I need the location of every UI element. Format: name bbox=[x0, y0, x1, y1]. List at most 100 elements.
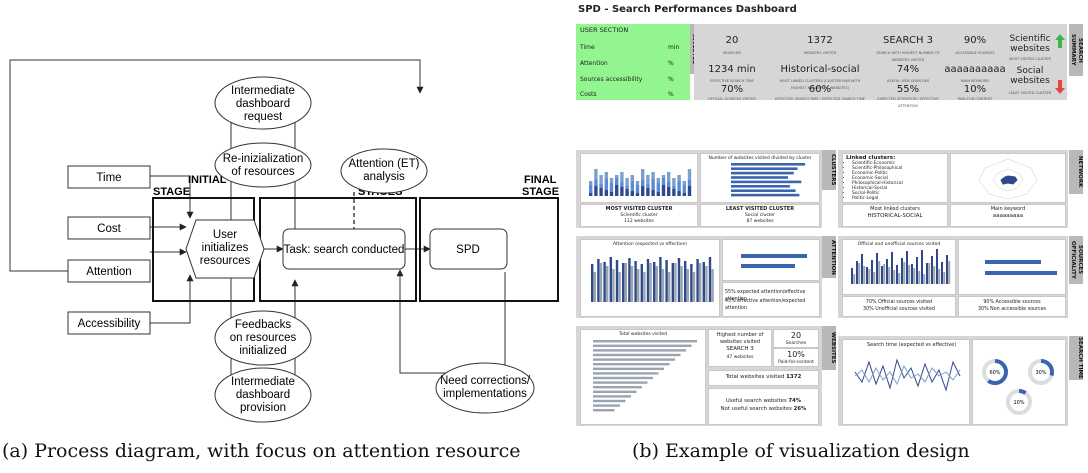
cluster-bar-segment bbox=[656, 183, 660, 192]
main-keyword-value: aaaaaaaaa bbox=[992, 213, 1024, 219]
user-row-label: Costs bbox=[580, 91, 597, 98]
cluster-bar-segment bbox=[620, 172, 624, 182]
sources-chart: Official and unofficial sources visited bbox=[842, 239, 956, 295]
task-node: Task: search conducted bbox=[282, 228, 406, 270]
least-visited-title: LEAST VISITED CLUSTER bbox=[725, 206, 795, 212]
cluster-bar-segment bbox=[661, 175, 666, 178]
attention-bar-expected bbox=[615, 260, 619, 302]
source-bar-official bbox=[921, 250, 923, 284]
stat-value: Historical-social bbox=[780, 64, 860, 75]
input-accessibility: Accessibility bbox=[67, 311, 151, 335]
stat-value: 90% bbox=[963, 35, 987, 46]
useful-value: 74% bbox=[788, 398, 802, 404]
stat-value: aaaaaaaaaa bbox=[944, 64, 1006, 75]
websites-bar bbox=[593, 404, 620, 407]
total-websites-label: Total websites visited bbox=[725, 374, 785, 380]
websites-bar bbox=[593, 376, 653, 380]
cluster-bar-segment bbox=[641, 180, 645, 186]
source-bar-official bbox=[906, 251, 908, 284]
input-cost: Cost bbox=[67, 216, 151, 240]
source-bar-unofficial bbox=[938, 269, 941, 284]
clusters-bars bbox=[589, 169, 692, 196]
least-visited-name: Social cluster bbox=[744, 213, 776, 218]
source-bar-unofficial bbox=[868, 269, 871, 284]
cluster-bar-segment bbox=[672, 189, 676, 196]
attention-bar-effective bbox=[612, 269, 615, 302]
attention-bar-expected bbox=[665, 260, 668, 302]
attention-bar-effective bbox=[630, 266, 634, 302]
cluster-bar-segment bbox=[672, 186, 676, 189]
cluster-bar-segment bbox=[635, 193, 640, 196]
attention-bar-expected bbox=[591, 264, 594, 302]
most-visited-name: Scientific cluster bbox=[620, 213, 658, 218]
user-section-title: USER SECTION bbox=[580, 26, 629, 34]
source-bar-unofficial bbox=[913, 268, 916, 284]
cluster-hbar bbox=[731, 189, 796, 192]
donut-2: 30% bbox=[1028, 359, 1054, 385]
cluster-hbar bbox=[731, 171, 794, 175]
source-bar-unofficial bbox=[893, 270, 896, 284]
sources-panel: Official and unofficial sources visited … bbox=[838, 236, 1068, 318]
cluster-hbar bbox=[731, 185, 790, 188]
websites-bar bbox=[593, 363, 670, 366]
stat-value: 10% bbox=[963, 84, 987, 95]
attention-bar-effective bbox=[637, 269, 640, 302]
stat-label: ACCESSIBLE SOURCES bbox=[955, 51, 995, 55]
source-bar-unofficial bbox=[948, 261, 951, 284]
cluster-bar-segment bbox=[615, 185, 619, 196]
stat-label: EFFECTIVE SEARCH TIME / EXPECTED SEARCH … bbox=[774, 97, 866, 101]
least-visited-count: 87 websites bbox=[746, 219, 774, 224]
source-bar-official bbox=[931, 256, 933, 284]
clusters-chart-title: Number of websites visited divided by cl… bbox=[708, 156, 812, 161]
cluster-hbar bbox=[731, 163, 806, 166]
list-item: Scientific-Economic bbox=[852, 161, 903, 166]
source-bar-unofficial bbox=[853, 274, 856, 284]
stat-value: SEARCH 3 bbox=[883, 35, 933, 46]
cluster-bar-segment bbox=[667, 182, 671, 187]
websites-bar bbox=[593, 367, 664, 370]
most-visited-count: 112 websites bbox=[624, 219, 654, 224]
stat-value: 1372 bbox=[807, 35, 833, 46]
cluster-bar-segment bbox=[594, 169, 598, 180]
source-bar-official bbox=[881, 266, 883, 284]
websites-bar bbox=[593, 399, 626, 403]
websites-bar bbox=[593, 349, 686, 352]
total-websites-value: 1372 bbox=[786, 374, 802, 380]
useful-websites-text: Useful search websites 74% bbox=[709, 398, 818, 405]
input-label: Time bbox=[96, 172, 121, 184]
user-row-label: Time bbox=[580, 44, 595, 51]
input-time: Time bbox=[67, 165, 151, 189]
source-bar-unofficial bbox=[903, 262, 906, 284]
least-visited-cluster: LEAST VISITED CLUSTER Social cluster 87 … bbox=[700, 204, 820, 227]
attention-bar-effective bbox=[699, 263, 702, 302]
sources-hbars bbox=[985, 260, 1057, 275]
cluster-bar-segment bbox=[589, 193, 593, 196]
attention-bar-effective bbox=[649, 263, 652, 302]
attention-bar-expected bbox=[690, 264, 693, 302]
most-visited-title: MOST VISITED CLUSTER bbox=[605, 206, 673, 212]
list-item: Social-Politic bbox=[852, 191, 903, 196]
input-attention: Attention bbox=[67, 259, 151, 283]
cluster-bar-segment bbox=[687, 186, 692, 196]
most-linked-title: Most linked clusters bbox=[870, 206, 920, 212]
cluster-bar-segment bbox=[625, 178, 629, 186]
cluster-bar-segment bbox=[677, 191, 681, 196]
attention-bar-expected bbox=[646, 259, 650, 302]
source-bar-unofficial bbox=[873, 272, 876, 284]
source-bar-unofficial bbox=[888, 267, 891, 284]
stat-label: MOST LINKED CLUSTERS (CLUSTER PAIR WITH … bbox=[779, 79, 861, 90]
total-websites-card: Total websites visited 1372 bbox=[708, 370, 819, 386]
tab-sources-officiality: SOURCES OFFICIALITY bbox=[1069, 236, 1083, 284]
cluster-bar-segment bbox=[651, 190, 655, 196]
donut-charts: 60% 30% 10% bbox=[982, 359, 1054, 415]
attention-panel: Attention (expected vs effective) 55% ex… bbox=[576, 236, 822, 318]
user-row-unit: % bbox=[668, 60, 674, 67]
attention-bar-effective bbox=[624, 263, 627, 302]
attention-bar-expected bbox=[640, 264, 643, 302]
list-item: Economic-Social bbox=[852, 176, 903, 181]
stat-label: SEARCHES bbox=[722, 51, 742, 55]
source-bar-official bbox=[861, 254, 863, 284]
most-linked-value: HISTORICAL-SOCIAL bbox=[867, 213, 923, 219]
